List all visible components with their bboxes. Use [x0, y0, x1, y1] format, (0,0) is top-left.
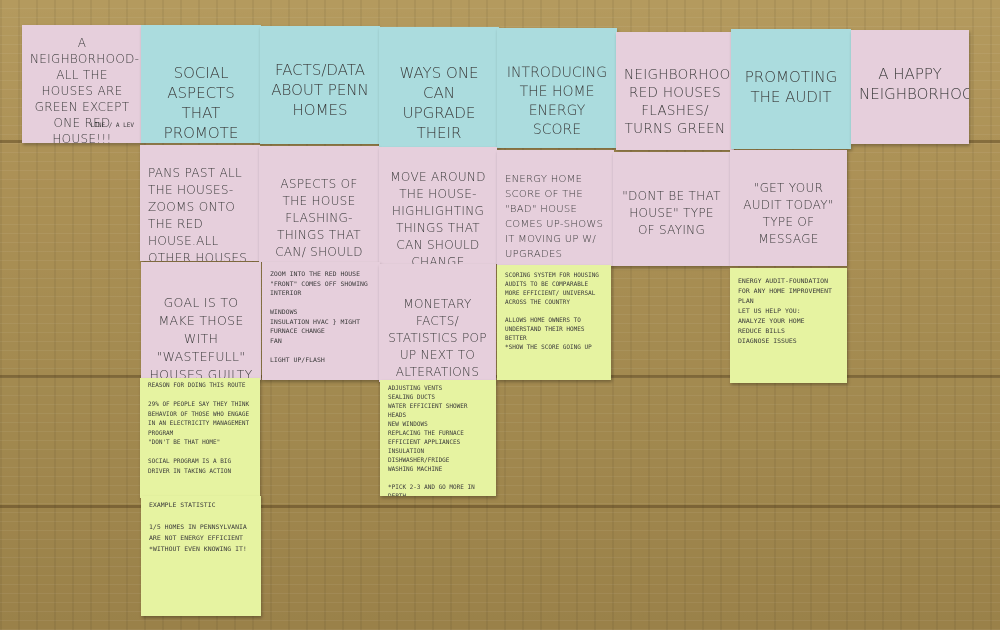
note-text: NEIGHBORHOOD- RED HOUSES FLASHES/ TURNS …	[624, 67, 734, 137]
sticky-note-energy-audit-foundation: ENERGY AUDIT-FOUNDATION FOR ANY HOME IMP…	[730, 268, 847, 383]
sticky-note-scoring-system: SCORING SYSTEM FOR HOUSING AUDITS TO BE …	[497, 265, 611, 380]
sticky-note-house-flashing: ASPECTS OF THE HOUSE FLASHING- THINGS TH…	[259, 146, 379, 262]
note-text: PROMOTING THE AUDIT	[744, 68, 838, 106]
sticky-note-happy-neighborhood: A HAPPY NEIGHBORHOOD	[851, 30, 969, 144]
note-text: MONETARY FACTS/ STATISTICS POP UP NEXT T…	[388, 297, 487, 379]
sticky-note-zoom-interior: ZOOM INTO THE RED HOUSE "FRONT" COMES OF…	[262, 262, 380, 380]
note-text: FACTS/DATA ABOUT PENN HOMES	[271, 61, 369, 119]
sticky-note-promoting-audit: PROMOTING THE AUDIT	[731, 29, 851, 149]
wood-seam	[0, 505, 1000, 508]
note-text: SCORING SYSTEM FOR HOUSING AUDITS TO BE …	[505, 272, 599, 351]
note-text: A NEIGHBORHOOD- ALL THE HOUSES ARE GREEN…	[30, 36, 140, 143]
note-text: ENERGY AUDIT-FOUNDATION FOR ANY HOME IMP…	[738, 277, 832, 345]
sticky-note-energy-score-upgrades: ENERGY HOME SCORE OF THE "BAD" HOUSE COM…	[497, 150, 614, 266]
sticky-note-dont-be-that-house: "DONT BE THAT HOUSE" TYPE OF SAYING	[613, 152, 730, 266]
sticky-note-home-energy-score: INTRODUCING THE HOME ENERGY SCORE	[497, 28, 617, 148]
sticky-note-reason-for-route: REASON FOR DOING THIS ROUTE 29% OF PEOPL…	[140, 378, 260, 498]
note-text: WAYS ONE CAN UPGRADE THEIR HOMES	[399, 64, 479, 147]
sticky-note-social-aspects: SOCIAL ASPECTS THAT PROMOTE UPGRADES	[141, 25, 261, 143]
sticky-note-houses-turn-green: NEIGHBORHOOD- RED HOUSES FLASHES/ TURNS …	[616, 32, 734, 150]
sticky-note-example-statistic: EXAMPLE STATISTIC 1/5 HOMES IN PENNSYLVA…	[141, 496, 261, 616]
note-text: GOAL IS TO MAKE THOSE WITH "WASTEFULL" H…	[149, 295, 253, 380]
sticky-note-facts-data: FACTS/DATA ABOUT PENN HOMES	[260, 26, 380, 144]
note-text: A HAPPY NEIGHBORHOOD	[859, 65, 969, 103]
sticky-note-upgrade-list: ADJUSTING VENTS SEALING DUCTS WATER EFFI…	[380, 380, 496, 496]
note-text: ENERGY HOME SCORE OF THE "BAD" HOUSE COM…	[505, 174, 604, 260]
note-text: MOVE AROUND THE HOUSE-HIGHLIGHTING THING…	[390, 170, 486, 264]
note-text: PANS PAST ALL THE HOUSES-ZOOMS ONTO THE …	[148, 166, 248, 261]
note-text: REASON FOR DOING THIS ROUTE 29% OF PEOPL…	[148, 382, 250, 475]
note-text: "GET YOUR AUDIT TODAY" TYPE OF MESSAGE	[743, 181, 834, 246]
note-text: ZOOM INTO THE RED HOUSE "FRONT" COMES OF…	[270, 270, 368, 364]
sticky-note-move-around-house: MOVE AROUND THE HOUSE-HIGHLIGHTING THING…	[379, 147, 497, 264]
note-text: ASPECTS OF THE HOUSE FLASHING- THINGS TH…	[275, 177, 363, 259]
sticky-note-red-house-scene: A NEIGHBORHOOD- ALL THE HOUSES ARE GREEN…	[22, 25, 142, 143]
sticky-note-goal-guilty: GOAL IS TO MAKE THOSE WITH "WASTEFULL" H…	[141, 262, 261, 380]
sticky-note-pans-past-houses: PANS PAST ALL THE HOUSES-ZOOMS ONTO THE …	[140, 145, 260, 261]
sticky-note-monetary-facts: MONETARY FACTS/ STATISTICS POP UP NEXT T…	[379, 264, 496, 382]
note-text: "DONT BE THAT HOUSE" TYPE OF SAYING	[622, 189, 721, 237]
note-signature: LINE / A LEV	[90, 122, 134, 129]
sticky-note-get-your-audit: "GET YOUR AUDIT TODAY" TYPE OF MESSAGE	[730, 150, 847, 266]
note-text: ADJUSTING VENTS SEALING DUCTS WATER EFFI…	[388, 385, 475, 496]
sticky-note-ways-upgrade: WAYS ONE CAN UPGRADE THEIR HOMES	[379, 27, 499, 147]
note-text: INTRODUCING THE HOME ENERGY SCORE	[506, 65, 608, 138]
note-text: EXAMPLE STATISTIC 1/5 HOMES IN PENNSYLVA…	[149, 501, 247, 553]
note-text: SOCIAL ASPECTS THAT PROMOTE UPGRADES	[163, 64, 239, 142]
